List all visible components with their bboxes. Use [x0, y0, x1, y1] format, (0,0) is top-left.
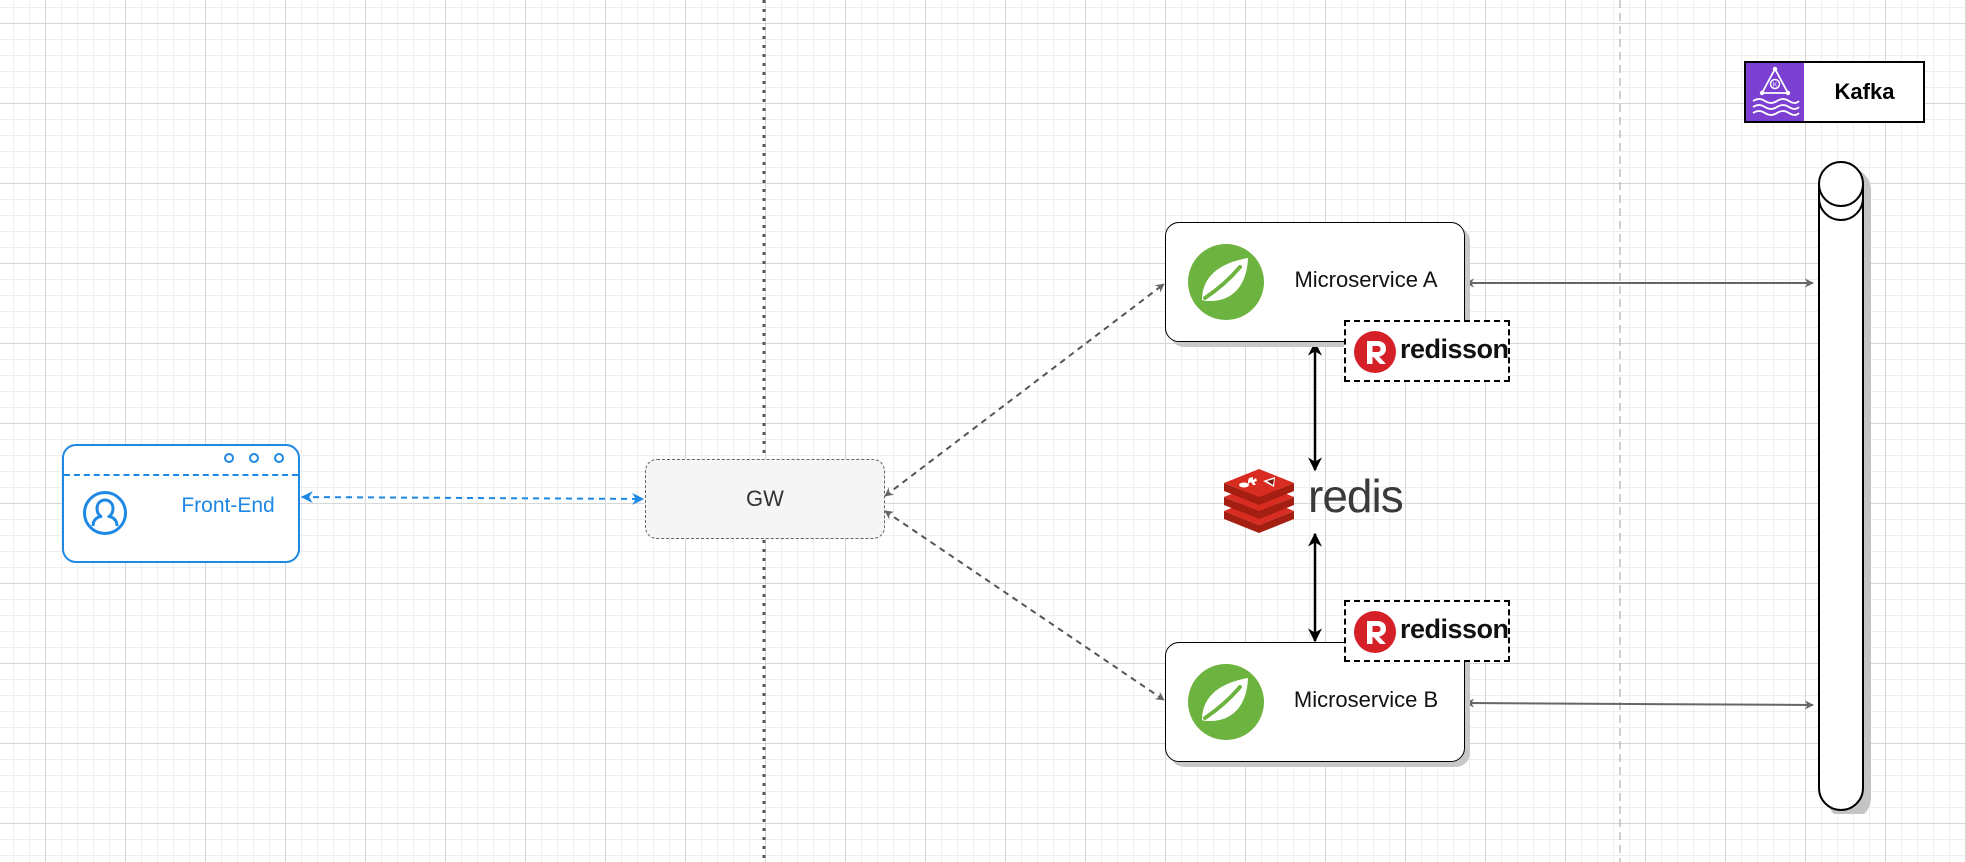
frontend-label: Front-End — [181, 494, 275, 517]
microservice-b-label: Microservice B — [1293, 687, 1439, 712]
microservice-a-node[interactable]: Microservice A — [1165, 222, 1465, 342]
microservice-b-kafka-connector[interactable] — [1465, 698, 1814, 710]
window-control-icon — [249, 453, 259, 463]
kafka-label: Kafka — [1834, 79, 1895, 104]
gw-microservice-b-connector[interactable] — [884, 510, 1165, 701]
redisson-r-icon — [1354, 331, 1396, 373]
window-control-icon — [224, 453, 234, 463]
user-circle-icon — [83, 491, 127, 535]
kafka-header[interactable]: K Kafka — [1744, 61, 1925, 123]
kafka-queue-cylinder[interactable] — [1816, 160, 1872, 814]
redisson-r-icon — [1354, 611, 1396, 653]
frontend-gw-connector[interactable] — [300, 491, 645, 505]
gw-microservice-a-connector[interactable] — [884, 283, 1165, 497]
redisson-b-label: redisson — [1400, 614, 1509, 644]
gateway-node[interactable]: GW — [645, 459, 885, 539]
redis-stack-icon[interactable] — [1222, 465, 1296, 533]
spring-leaf-icon — [1188, 244, 1264, 320]
frontend-node[interactable]: Front-End — [62, 444, 300, 563]
kafka-msk-icon: K — [1746, 63, 1804, 121]
spring-leaf-icon — [1188, 664, 1264, 740]
microservice-a-label: Microservice A — [1294, 267, 1438, 292]
redisson-a-label: redisson — [1400, 334, 1509, 364]
window-control-icon — [274, 453, 284, 463]
svg-text:K: K — [1773, 82, 1778, 89]
microservice-b-node[interactable]: Microservice B — [1165, 642, 1465, 762]
gateway-label: GW — [746, 486, 784, 511]
redisson-a-node[interactable]: redisson — [1344, 320, 1510, 382]
redisson-b-node[interactable]: redisson — [1344, 600, 1510, 662]
redis-label: redis — [1308, 470, 1404, 522]
window-titlebar-divider — [64, 474, 298, 476]
